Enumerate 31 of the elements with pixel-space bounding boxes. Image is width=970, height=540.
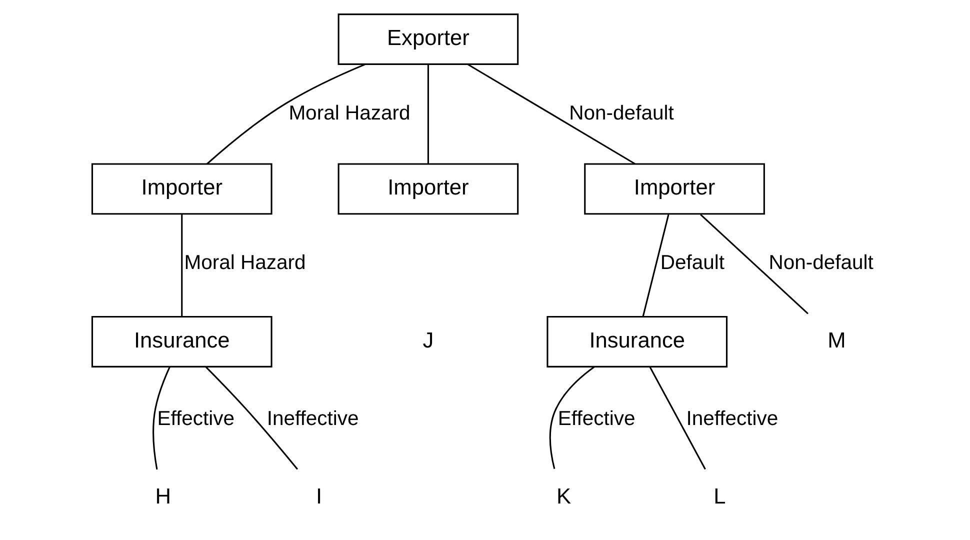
node-box: Exporter [337, 14, 518, 65]
node-text: K [556, 483, 571, 508]
node-text: H [154, 483, 171, 508]
connector [648, 366, 706, 470]
edge-label: Default [660, 252, 724, 274]
edge-label: Non-default [768, 252, 873, 274]
label: J [422, 327, 434, 352]
connector [206, 64, 365, 164]
node-box: Insurance [546, 316, 728, 368]
edge-label: Effective [156, 408, 234, 430]
edge-label: Effective [557, 408, 635, 430]
node-text: I [316, 483, 322, 508]
node-text: L [713, 483, 726, 508]
node-box: Importer [90, 163, 272, 215]
connector [700, 214, 808, 314]
edge-label: Moral Hazard [184, 252, 306, 274]
connector [180, 214, 182, 317]
edge-label: Ineffective [266, 408, 358, 430]
connector [548, 366, 594, 469]
edge-label: Moral Hazard [288, 102, 410, 124]
node-text: M [827, 327, 846, 352]
connector [152, 366, 170, 470]
node-box: Importer [337, 163, 518, 215]
connector [426, 64, 428, 164]
node-box: Importer [584, 163, 764, 215]
edge-label: Non-default [568, 102, 674, 124]
connector [466, 64, 635, 165]
edge-label: Ineffective [686, 408, 778, 430]
connector [204, 366, 298, 470]
connector [642, 214, 669, 317]
node-box: Insurance [90, 316, 272, 368]
